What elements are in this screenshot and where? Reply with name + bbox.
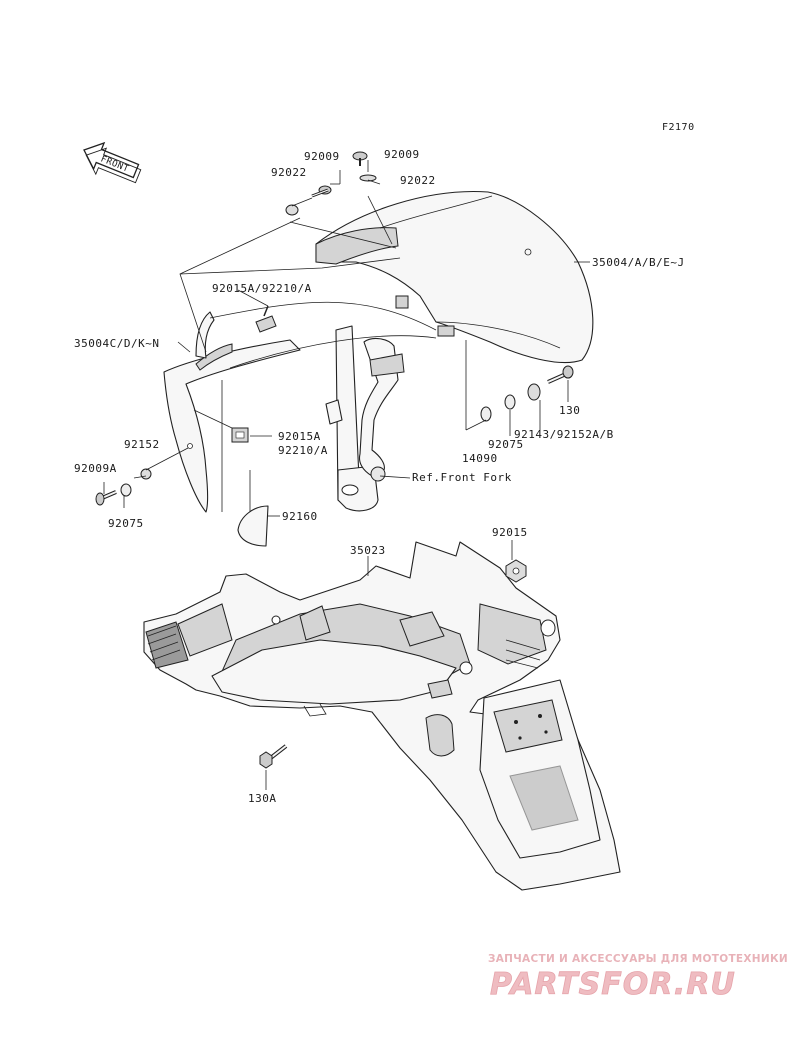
leader-lines-lower	[265, 540, 513, 790]
label-92152: 92152	[124, 438, 160, 451]
label-92015: 92015	[492, 526, 528, 539]
label-92075-right: 92075	[488, 438, 524, 451]
washer-14090	[480, 406, 492, 422]
clip-92015a-mid	[231, 427, 249, 443]
label-92009a: 92009A	[74, 462, 117, 475]
nut-92015	[505, 559, 527, 583]
front-fender-inner	[163, 311, 301, 513]
label-130: 130	[559, 404, 580, 417]
washer-92075-right	[504, 394, 516, 410]
bolt-92009-left	[311, 185, 332, 198]
label-35004-a: 35004/A/B/E~J	[592, 256, 685, 269]
washer-92022-right	[359, 174, 377, 182]
label-14090: 14090	[462, 452, 498, 465]
label-35023: 35023	[350, 544, 386, 557]
label-92022-right: 92022	[400, 174, 436, 187]
clip-92015a-top	[255, 305, 277, 333]
washer-92022-left	[285, 204, 299, 216]
label-92015a-top: 92015A/92210/A	[212, 282, 312, 295]
rear-fender	[143, 541, 621, 891]
label-92022-left: 92022	[271, 166, 307, 179]
label-130a: 130A	[248, 792, 277, 805]
figure-code: F2170	[662, 122, 695, 133]
label-92143: 92143/92152A/B	[514, 428, 614, 441]
bolt-130a	[259, 744, 288, 769]
watermark: ЗАПЧАСТИ И АКСЕССУАРЫ ДЛЯ МОТОТЕХНИКИ PA…	[488, 953, 788, 1002]
grommet-92152	[140, 468, 152, 480]
front-arrow-icon: FRONT	[83, 141, 142, 184]
watermark-tagline: ЗАПЧАСТИ И АКСЕССУАРЫ ДЛЯ МОТОТЕХНИКИ	[488, 953, 788, 965]
label-92160: 92160	[282, 510, 318, 523]
front-fork	[325, 325, 405, 512]
washer-92075-left	[120, 483, 132, 497]
front-fender-outer	[315, 190, 594, 364]
bolt-130	[547, 365, 574, 384]
leader-lines-upper	[103, 160, 590, 517]
bolt-92009a	[95, 490, 117, 506]
bolt-92009-right	[352, 151, 368, 166]
label-92009-left: 92009	[304, 150, 340, 163]
label-92015a-mid: 92015A	[278, 430, 321, 443]
reference-front-fork: Ref.Front Fork	[412, 471, 512, 484]
watermark-brand: PARTSFOR.RU	[490, 967, 736, 1002]
label-92210-mid: 92210/A	[278, 444, 328, 457]
collar-92143	[527, 383, 541, 401]
pad-92160	[237, 505, 269, 547]
label-92009-right: 92009	[384, 148, 420, 161]
label-92075-left: 92075	[108, 517, 144, 530]
label-35004-c: 35004C/D/K~N	[74, 337, 159, 350]
